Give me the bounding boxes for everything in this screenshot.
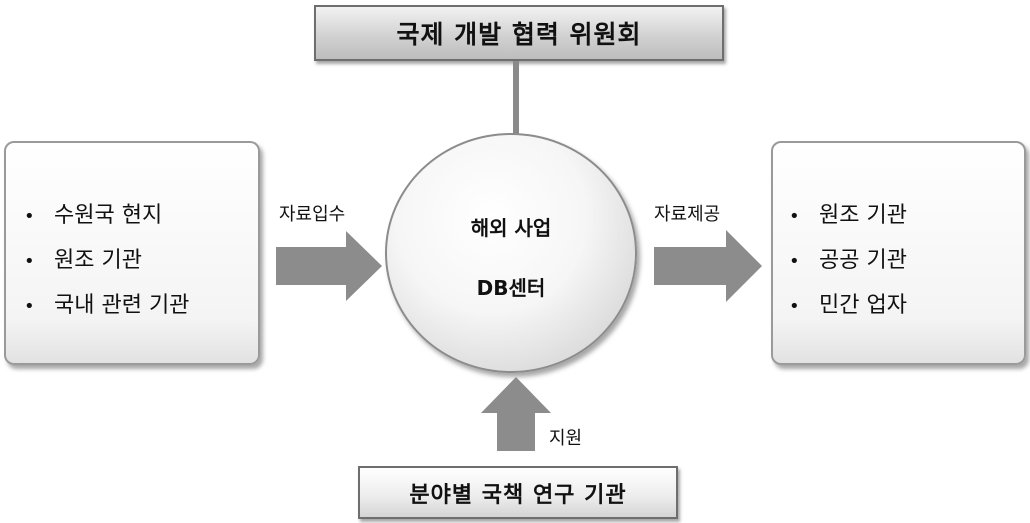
data-recipient-box: •원조 기관 •공공 기관 •민간 업자 [771,141,1026,365]
bullet-icon: • [24,251,35,272]
input-arrow-label: 자료입수 [279,204,346,225]
committee-title: 국제 개발 협력 위원회 [396,20,642,49]
bullet-icon: • [789,251,800,272]
committee-connector [513,61,519,137]
output-arrow-label: 자료제공 [654,204,721,225]
list-item: •공공 기관 [789,238,907,283]
data-recipient-list: •원조 기관 •공공 기관 •민간 업자 [789,193,907,328]
data-source-list: •수원국 현지 •원조 기관 •국내 관련 기관 [24,193,189,328]
research-institute-title: 분야별 국책 연구 기관 [409,482,627,508]
list-item: •민간 업자 [789,283,907,328]
list-item: •수원국 현지 [24,193,189,238]
output-arrow [654,230,764,302]
db-center-subtitle: DB센터 [476,276,546,300]
support-arrow-label: 지원 [549,428,583,449]
bullet-icon: • [24,206,35,227]
bullet-icon: • [789,206,800,227]
db-center-title: 해외 사업 [470,216,552,240]
committee-box: 국제 개발 협력 위원회 [314,5,724,61]
support-arrow [481,377,551,451]
bullet-icon: • [24,296,35,317]
list-item: •원조 기관 [24,238,189,283]
bullet-icon: • [789,296,800,317]
db-center-circle [385,133,637,373]
list-item: •국내 관련 기관 [24,283,189,328]
research-institute-box: 분야별 국책 연구 기관 [358,466,678,519]
input-arrow [276,231,384,301]
data-source-box: •수원국 현지 •원조 기관 •국내 관련 기관 [4,141,260,365]
list-item: •원조 기관 [789,193,907,238]
